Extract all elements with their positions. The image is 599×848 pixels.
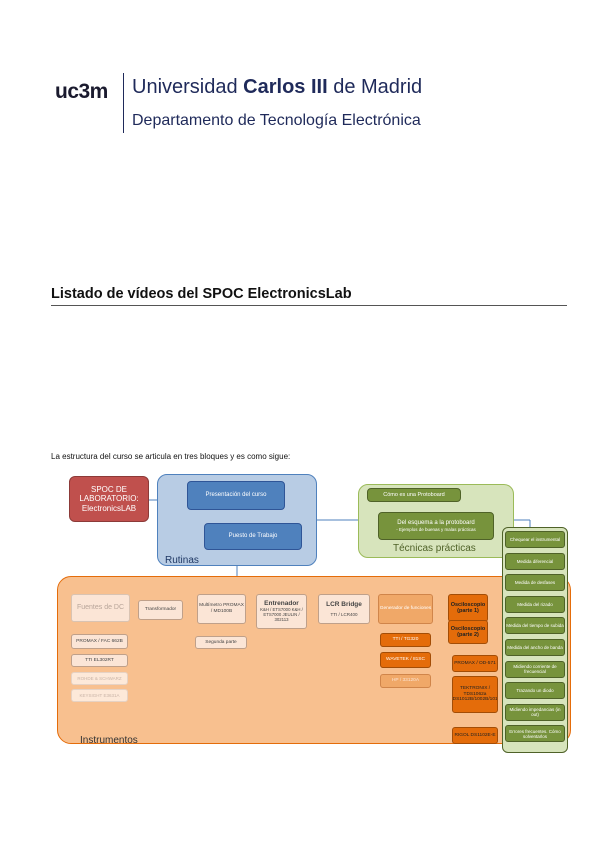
osciloscopio-parte1-box: Osciloscopio (parte 1) <box>448 594 488 622</box>
tti-tg320-box: TTI / TG320 <box>380 633 431 647</box>
department-name: Departamento de Tecnología Electrónica <box>132 112 421 129</box>
document-title: Listado de vídeos del SPOC ElectronicsLa… <box>51 286 352 302</box>
spoc-line2: LABORATORIO: <box>79 494 139 504</box>
tecnicas-list-item: Medida del tiempo de subida <box>505 617 565 635</box>
rigol-box: RIGOL DS1102E-E <box>452 727 498 744</box>
rutinas-label: Rutinas <box>165 555 199 566</box>
tecnicas-list-item: Midiendo corriente de frecuencial <box>505 660 565 678</box>
lcr-sub: TTI / LCR400 <box>330 612 358 618</box>
presentacion-box: Presentación del curso <box>187 481 285 510</box>
tecnicas-list-item: Medida del rizado <box>505 595 565 613</box>
spoc-line3: ElectronicsLAB <box>81 503 137 513</box>
esquema-sub: - Ejemplos de buenas y malas prácticas <box>396 526 476 532</box>
uc3m-logo: uc3m <box>55 80 108 103</box>
promax-fac-box: PROMAX / FAC 662B <box>71 634 128 649</box>
tecnicas-list-item: Chequear el instrumental <box>505 531 565 548</box>
intro-text: La estructura del curso se articula en t… <box>51 452 291 461</box>
tecnicas-list-item: Midiendo impedancias (in out) <box>505 703 565 721</box>
osciloscopio-parte2-box: Osciloscopio (parte 2) <box>448 620 488 644</box>
fuentes-faded-box-1: ROHDE & SCHWARZ <box>71 672 128 685</box>
title-rule <box>51 305 567 306</box>
tecnicas-list-item: Medida del ancho de banda <box>505 639 565 656</box>
fuentes-faded-box-2: KEYSIGHT E3631A <box>71 689 128 702</box>
university-name-bold: Carlos III <box>243 76 328 98</box>
lcr-box: LCR Bridge TTI / LCR400 <box>318 594 370 624</box>
esquema-title: Del esquema a la protoboard <box>397 519 475 526</box>
tecnicas-list-item: Trazando un diodo <box>505 682 565 700</box>
instrumentos-label: Instrumentos <box>80 735 138 746</box>
hp-faded-box: HP / 33120A <box>380 674 431 688</box>
multimetro-box: Multímetro PROMAX / MD100B <box>197 594 246 624</box>
university-name: Universidad Carlos III de Madrid <box>132 76 422 99</box>
entrenador-sub: K&H / ETS7000 K&H / ETS7000 JEULIN / 302… <box>260 606 303 622</box>
tecnicas-label: Técnicas prácticas <box>393 543 476 554</box>
generador-box: Generador de funciones <box>378 594 433 624</box>
puesto-box: Puesto de Trabajo <box>204 523 302 550</box>
spoc-box: SPOC DE LABORATORIO: ElectronicsLAB <box>69 476 149 522</box>
tektronix-box: TEKTRONIX / TDS1062a TDS1012B/1002B/1012 <box>452 676 498 713</box>
tti-el302rt-box: TTI EL302RT <box>71 654 128 667</box>
promax-od-box: PROMAX / OD-571 <box>452 655 498 672</box>
protoboard-box: Cómo es una Protoboard <box>367 488 461 502</box>
tecnicas-list-item: Medida diferencial <box>505 552 565 570</box>
university-name-part1: Universidad <box>132 76 244 98</box>
spoc-line1: SPOC DE <box>90 485 127 495</box>
lcr-title: LCR Bridge <box>326 600 362 608</box>
segunda-parte-box: Segunda parte <box>195 636 247 649</box>
wavetek-box: WAVETEK / 81SC <box>380 652 431 668</box>
fuentes-box: Fuentes de DC <box>71 594 130 622</box>
esquema-box: Del esquema a la protoboard - Ejemplos d… <box>378 512 494 540</box>
tecnicas-list-item: Errores frecuentes. Cómo solventarlos <box>505 725 565 743</box>
entrenador-title: Entrenador <box>264 600 299 608</box>
university-name-part2: de Madrid <box>327 76 423 98</box>
transformador-box: Transformador <box>138 600 183 620</box>
logo-divider <box>123 73 124 133</box>
tecnicas-list-item: Medida de desfases <box>505 574 565 592</box>
entrenador-box: Entrenador K&H / ETS7000 K&H / ETS7000 J… <box>256 594 307 629</box>
